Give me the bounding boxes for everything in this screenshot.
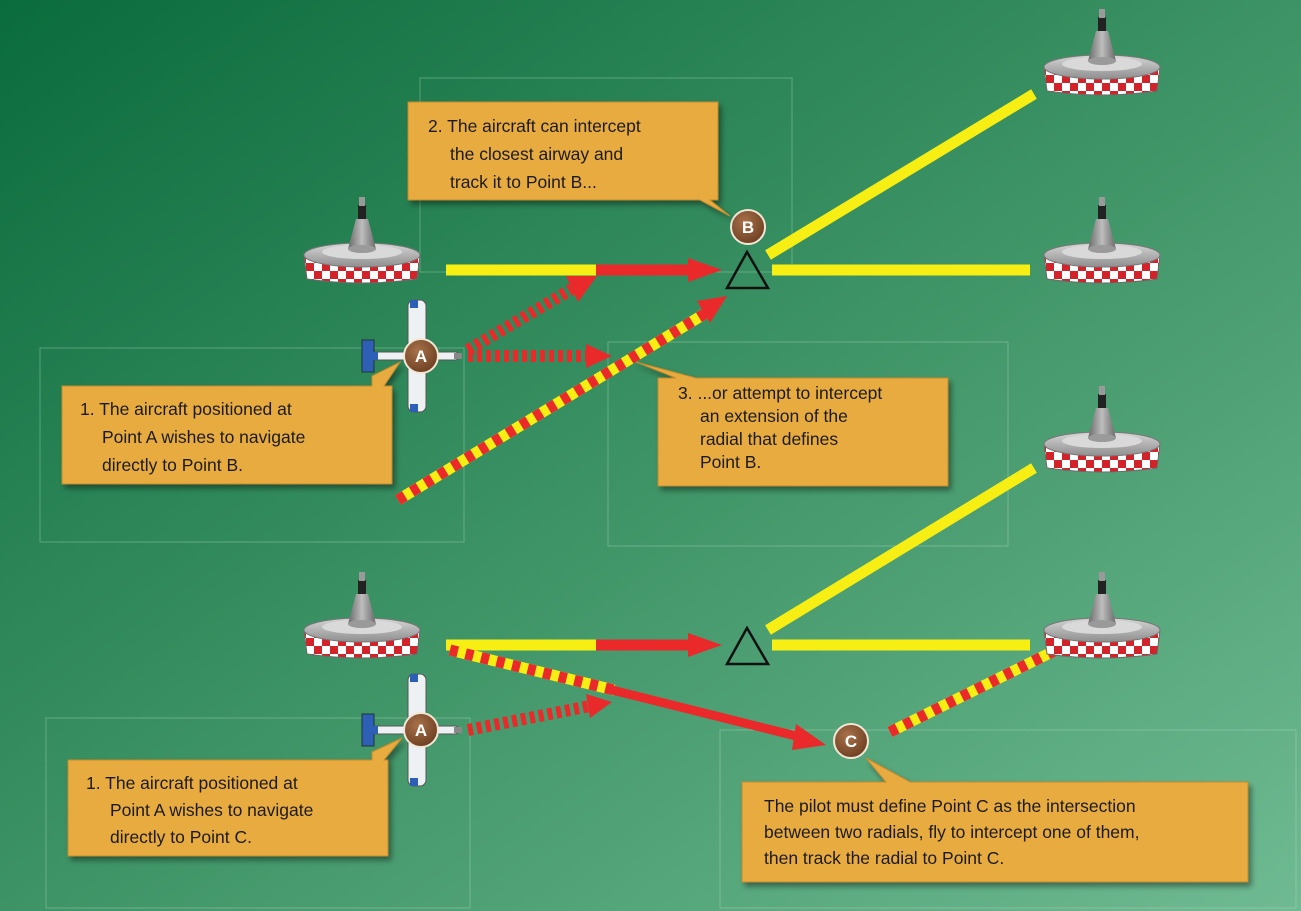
callout-intercept-radial-text: 3. ...or attempt to intercept an extensi… — [678, 383, 887, 472]
waypoint-badge-icon: A — [403, 338, 439, 374]
waypoint-badge-icon: C — [833, 723, 869, 759]
bottom-course-arrow — [596, 633, 722, 657]
callout-intercept-airway-text: 2. The aircraft can intercept the closes… — [428, 116, 646, 192]
svg-text:A: A — [415, 721, 427, 740]
bottom-intercept-arrow — [466, 694, 612, 736]
top-intercept-radial-arrow — [468, 344, 612, 368]
top-intercept-airway-arrow — [464, 276, 597, 356]
svg-text:C: C — [845, 732, 857, 751]
bottom-radial-right — [887, 645, 1059, 737]
svg-text:B: B — [742, 218, 754, 237]
callout-intercept-airway — [407, 101, 731, 217]
waypoint-badge-icon: B — [730, 209, 766, 245]
callout-point-a-top — [61, 360, 402, 485]
top-course-arrow — [596, 258, 722, 282]
callout-point-a-bottom — [67, 737, 403, 857]
top-airway-diagonal — [765, 89, 1037, 260]
callout-point-a-top-text: 1. The aircraft positioned at Point A wi… — [80, 399, 310, 475]
top-airway-lower-diagonal — [765, 463, 1037, 635]
callout-intercept-radial — [635, 361, 949, 487]
waypoint-badge-icon: A — [403, 712, 439, 748]
top-airways — [446, 89, 1037, 276]
intersection-triangle-icon — [724, 249, 771, 290]
intersection-triangle-icon — [724, 625, 771, 666]
bottom-radial-to-c — [448, 644, 826, 750]
svg-text:A: A — [415, 347, 427, 366]
callout-point-a-bottom-text: 1. The aircraft positioned at Point A wi… — [86, 773, 318, 847]
top-radial-extension — [395, 296, 727, 505]
callout-pilot-define-c-text: The pilot must define Point C as the int… — [764, 796, 1144, 868]
callout-pilot-define-c — [741, 757, 1249, 883]
